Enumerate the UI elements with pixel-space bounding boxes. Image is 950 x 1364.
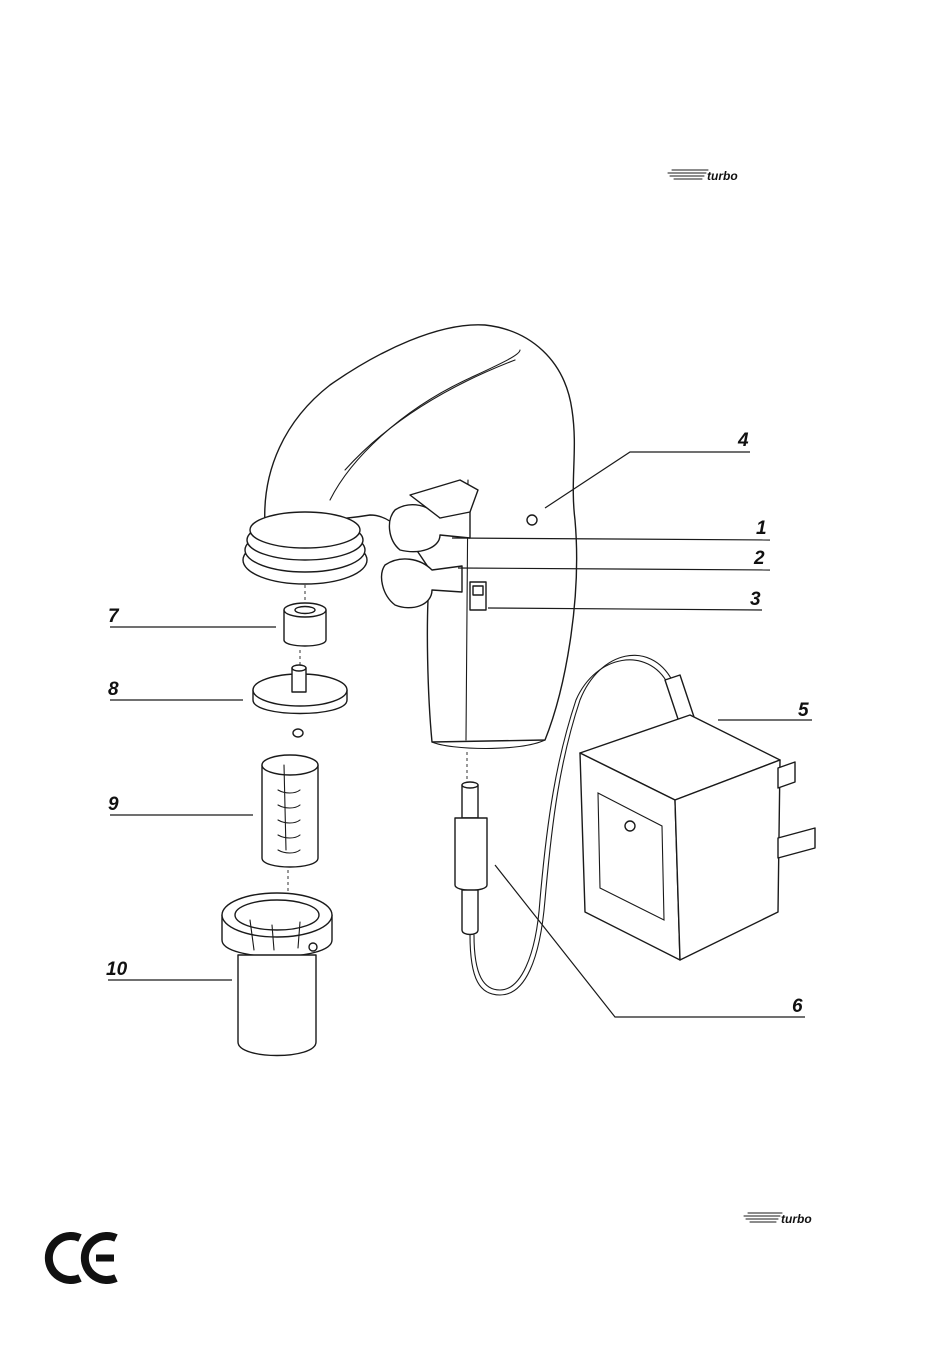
charger-adaptor-part-5 <box>580 675 815 960</box>
callout-3: 3 <box>750 589 761 610</box>
callout-4: 4 <box>737 430 749 451</box>
footer-brand-text: turbo <box>781 1212 812 1226</box>
nosepiece-part-10 <box>222 893 332 1056</box>
callout-10: 10 <box>106 959 128 980</box>
callout-1: 1 <box>756 518 767 539</box>
callout-2: 2 <box>753 548 765 569</box>
callout-5: 5 <box>798 700 809 721</box>
footer-turbo-logo: turbo <box>744 1212 812 1226</box>
ce-mark-icon <box>49 1236 116 1280</box>
callout-7: 7 <box>108 606 120 627</box>
header-turbo-logo: turbo <box>668 169 738 183</box>
header-brand-text: turbo <box>707 169 738 183</box>
turbo-speed-lines-icon <box>744 1213 782 1222</box>
membrane-filter-part-8 <box>253 650 347 737</box>
callout-8: 8 <box>108 679 119 700</box>
turbo-speed-lines-icon <box>668 170 708 179</box>
silicone-adapter-part-7 <box>284 585 326 646</box>
callout-6: 6 <box>792 996 803 1017</box>
callout-9: 9 <box>108 794 119 815</box>
filter-holder-part-9 <box>262 755 318 895</box>
